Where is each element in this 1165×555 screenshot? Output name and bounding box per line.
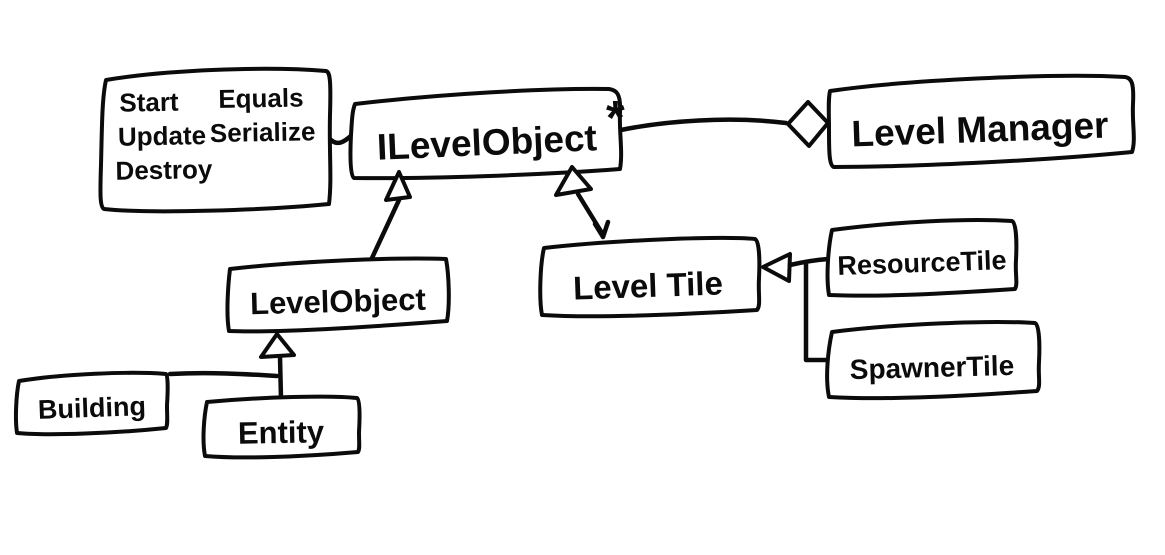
edge-tiles-leveltile: [761, 252, 831, 363]
building-box: [13, 370, 170, 437]
leveltile-label: Level Tile: [572, 264, 723, 306]
interface-note-box: [98, 66, 333, 214]
edge-building-entity-levelobject: [167, 332, 296, 402]
generalization-triangle-icon: [761, 252, 792, 283]
node-resourcetile: ResourceTile: [825, 218, 1019, 298]
node-leveltile: Level Tile: [538, 236, 762, 319]
entity-box: [201, 394, 362, 460]
leveltile-box: [538, 236, 762, 319]
spawnertile-box: [825, 320, 1042, 401]
levelmanager-box: [826, 73, 1136, 169]
spawnertile-label: SpawnerTile: [849, 350, 1014, 385]
edge-levelobject-ilevelobject: [369, 170, 412, 261]
ilevelobject-label: ILevelObject: [376, 117, 598, 168]
edge-line: [369, 197, 402, 261]
levelobject-label: LevelObject: [250, 282, 427, 322]
node-levelobject: LevelObject: [225, 256, 451, 334]
multiplicity-asterisk: *: [606, 92, 625, 145]
node-entity: Entity: [201, 394, 362, 460]
node-levelmanager: Level Manager: [826, 73, 1136, 169]
generalization-triangle-icon: [384, 170, 412, 202]
note-method-update: Update: [118, 120, 207, 152]
resourcetile-label: ResourceTile: [837, 245, 1007, 281]
node-building: Building: [13, 370, 170, 437]
edge-ilevelobject-levelmanager: [618, 117, 789, 133]
note-method-start: Start: [119, 87, 179, 118]
resourcetile-box: [825, 218, 1019, 298]
edge-line-building: [167, 370, 280, 379]
building-label: Building: [37, 391, 146, 425]
node-spawnertile: SpawnerTile: [825, 320, 1042, 401]
ilevelobject-box: [348, 86, 624, 181]
arrowhead-icon: [592, 219, 611, 240]
levelobject-box: [225, 256, 451, 334]
note-method-serialize: Serialize: [210, 116, 316, 148]
edge-leveltile-ilevelobject: [554, 165, 611, 240]
generalization-triangle-icon: [259, 332, 296, 359]
aggregation-diamond-icon: [786, 100, 830, 148]
generalization-triangle-icon: [554, 165, 593, 197]
note-method-equals: Equals: [218, 82, 304, 113]
entity-label: Entity: [238, 414, 325, 451]
node-interface-note: Start Update Destroy Equals Serialize: [98, 66, 333, 214]
edge-line-spawnertile: [803, 260, 830, 363]
note-method-destroy: Destroy: [115, 154, 213, 186]
edge-line-resourcetile: [787, 256, 831, 268]
edge-line-entity: [277, 354, 284, 402]
node-ilevelobject: ILevelObject: [348, 86, 624, 181]
levelmanager-label: Level Manager: [851, 105, 1109, 155]
